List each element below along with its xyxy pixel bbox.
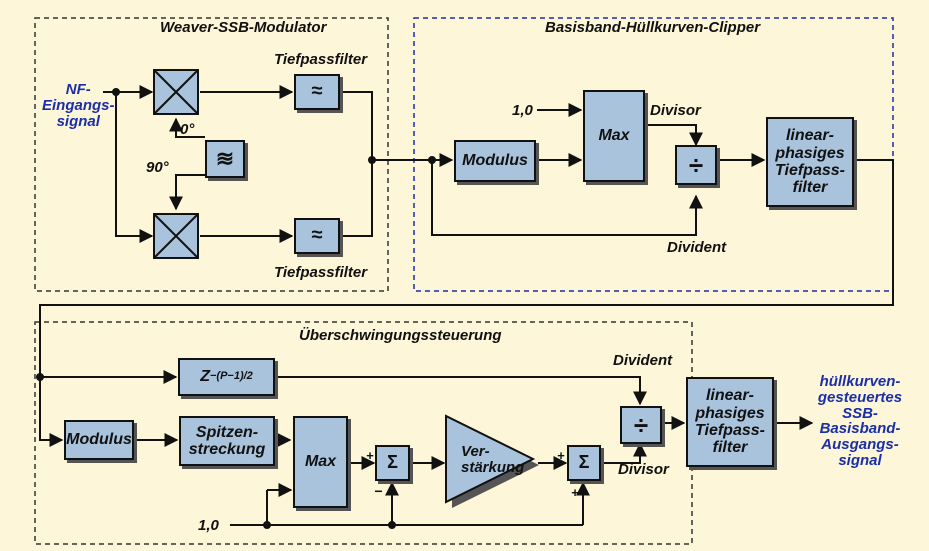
lowpass-filter-top: ≈ xyxy=(294,74,340,110)
weaver-section-title: Weaver-SSB-Modulator xyxy=(160,19,327,36)
sum1-minus-label: − xyxy=(374,483,383,499)
lowpass-label-top: Tiefpassfilter xyxy=(274,51,368,68)
input-signal-label: NF- Eingangs- signal xyxy=(42,81,115,130)
modulus-block-top: Modulus xyxy=(454,140,536,182)
sum2-plus-label-left: + xyxy=(557,448,565,463)
weaver-section-frame xyxy=(34,17,389,292)
divisor-label-top: Divisor xyxy=(650,102,701,119)
divisor-label-bottom: Divisor xyxy=(618,461,669,478)
phase-0-label: 0° xyxy=(180,121,195,138)
sum-block-2: Σ xyxy=(567,445,601,481)
sum2-plus-label-bottom: + xyxy=(571,485,579,500)
mixer-bottom xyxy=(153,213,199,259)
lowpass-label-bottom: Tiefpassfilter xyxy=(274,264,368,281)
peak-stretch-block: Spitzen- streckung xyxy=(179,416,275,466)
max-block-bottom: Max xyxy=(293,416,348,508)
overshoot-section-title: Überschwingungssteuerung xyxy=(299,327,502,344)
const-1-bottom-label: 1,0 xyxy=(198,517,219,534)
linear-phase-filter-top: linear- phasiges Tiefpass- filter xyxy=(766,117,854,207)
modulus-block-bottom: Modulus xyxy=(64,420,134,460)
lowpass-filter-bottom: ≈ xyxy=(294,218,340,254)
mixer-top xyxy=(153,69,199,115)
divider-block-top: ÷ xyxy=(675,145,717,185)
divident-label-top: Divident xyxy=(667,239,727,256)
sum1-plus-label: + xyxy=(366,448,374,463)
output-signal-label: hüllkurven- gesteuertes SSB- Basisband- … xyxy=(817,373,903,469)
amplifier-label: Ver- stärkung xyxy=(461,443,525,476)
divider-block-bottom: ÷ xyxy=(620,406,662,444)
oscillator-block: ≋ xyxy=(205,140,245,178)
divident-label-bottom: Divident xyxy=(613,352,673,369)
sum-block-1: Σ xyxy=(375,445,410,481)
linear-phase-filter-bottom: linear- phasiges Tiefpass- filter xyxy=(686,377,774,467)
delay-block: Z−(P−1)/2 xyxy=(178,358,275,396)
clipper-section-frame xyxy=(413,17,894,292)
clipper-section-title: Basisband-Hüllkurven-Clipper xyxy=(545,19,761,36)
const-1-top-label: 1,0 xyxy=(512,102,533,119)
max-block-top: Max xyxy=(583,90,645,182)
phase-90-label: 90° xyxy=(146,159,169,176)
